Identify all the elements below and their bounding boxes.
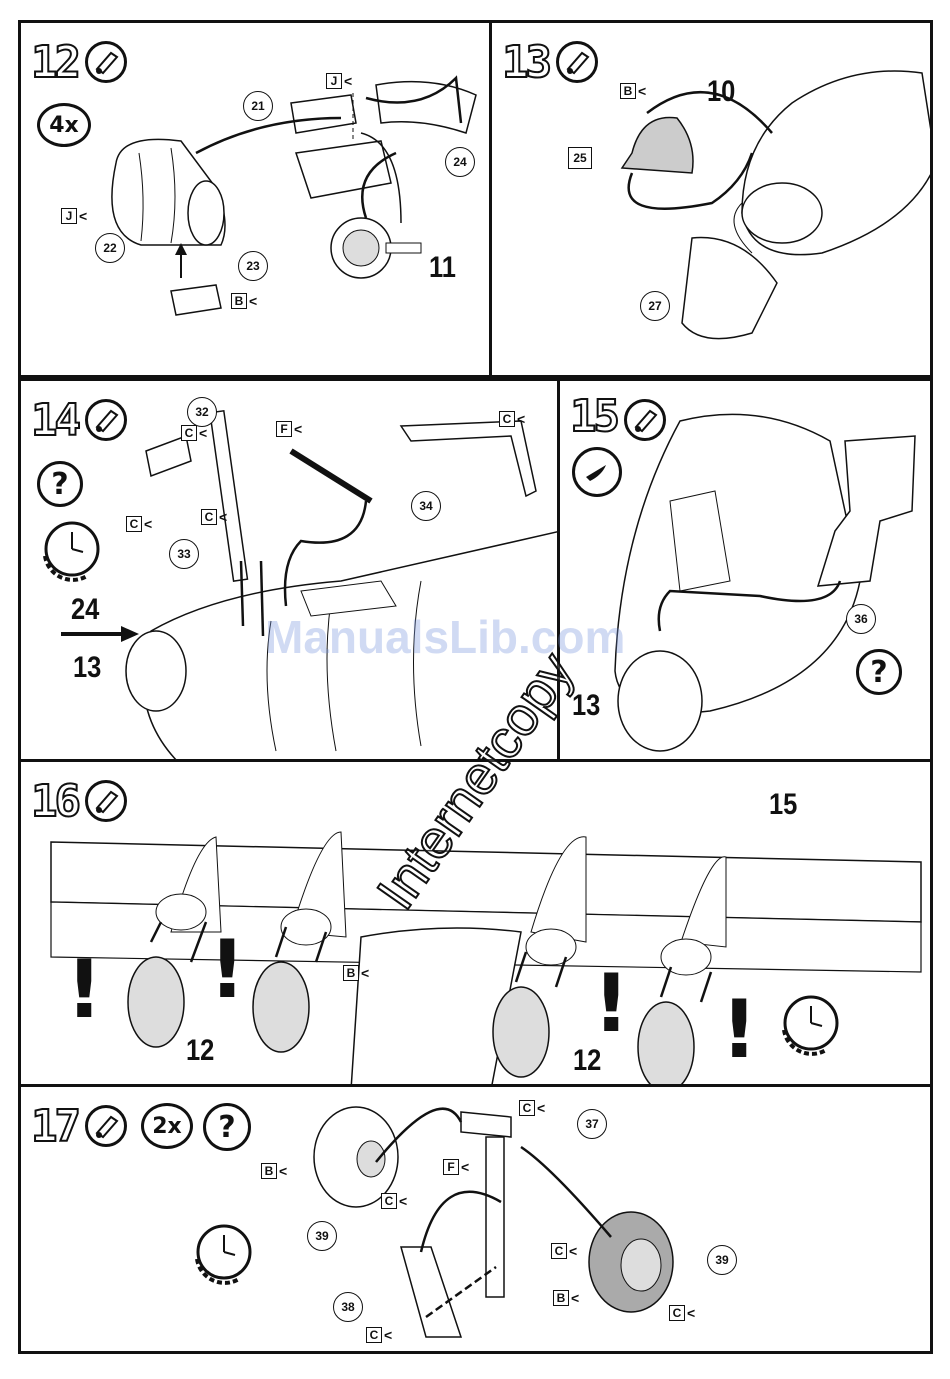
- sprue-tag-b: B<: [343, 965, 369, 981]
- step-13-panel: 13 25 27 10 B<: [489, 20, 933, 378]
- step-17-panel: 17 2x ? 37 39 39 38 C< F< B< C< C< B< C<…: [18, 1084, 933, 1354]
- part-27-callout: 27: [640, 291, 670, 321]
- part-39-callout: 39: [307, 1221, 337, 1251]
- sprue-tag-c: C<: [366, 1327, 392, 1343]
- sprue-tag-c: C<: [381, 1193, 407, 1209]
- sprue-tag-c: C<: [499, 411, 525, 427]
- sprue-tag-j: J<: [61, 208, 87, 224]
- subassembly-ref: 10: [707, 75, 735, 109]
- step-12-panel: 12 4x 21 22 23 24 11 J< J< B<: [18, 20, 492, 378]
- sprue-tag-c: C<: [551, 1243, 577, 1259]
- sprue-tag-j: J<: [326, 73, 352, 89]
- sprue-tag-b: B<: [620, 83, 646, 99]
- sprue-tag-c: C<: [519, 1100, 545, 1116]
- part-25-box: 25: [568, 147, 592, 169]
- exclamation-icon: !: [721, 990, 757, 1070]
- exclamation-icon: !: [209, 930, 245, 1010]
- sprue-tag-c: C<: [669, 1305, 695, 1321]
- sprue-tag-c: C<: [201, 509, 227, 525]
- part-33-callout: 33: [169, 539, 199, 569]
- part-39-callout: 39: [707, 1245, 737, 1275]
- part-24-callout: 24: [445, 147, 475, 177]
- step-17-drawing: [21, 1087, 933, 1354]
- sprue-tag-b: B<: [231, 293, 257, 309]
- part-32-callout: 32: [187, 397, 217, 427]
- sprue-tag-f: F<: [443, 1159, 469, 1175]
- step-15-drawing: [560, 381, 933, 762]
- question-icon: ?: [856, 649, 902, 695]
- sprue-tag-c: C<: [181, 425, 207, 441]
- step-15-panel: 15 36 ? 13: [557, 378, 933, 762]
- part-38-callout: 38: [333, 1292, 363, 1322]
- part-36-callout: 36: [846, 604, 876, 634]
- exclamation-icon: !: [593, 964, 629, 1044]
- sprue-tag-c: C<: [126, 516, 152, 532]
- part-21-callout: 21: [243, 91, 273, 121]
- step-12-drawing: [21, 23, 492, 378]
- subassembly-ref: 11: [429, 251, 456, 285]
- part-22-callout: 22: [95, 233, 125, 263]
- subassembly-ref: 24: [71, 593, 99, 627]
- watermark-site: ManualsLib.com: [265, 610, 625, 664]
- step-14-drawing: [21, 381, 560, 762]
- step-14-panel: 14 ? 32 33 34 24 13 C< F< C< C< C<: [18, 378, 560, 762]
- part-23-callout: 23: [238, 251, 268, 281]
- part-34-callout: 34: [411, 491, 441, 521]
- subassembly-ref: 12: [186, 1034, 214, 1068]
- sprue-tag-f: F<: [276, 421, 302, 437]
- subassembly-ref: 12: [573, 1044, 601, 1078]
- part-37-callout: 37: [577, 1109, 607, 1139]
- sprue-tag-b: B<: [261, 1163, 287, 1179]
- sprue-tag-b: B<: [553, 1290, 579, 1306]
- exclamation-icon: !: [66, 950, 102, 1030]
- subassembly-ref: 13: [73, 651, 101, 685]
- subassembly-ref: 15: [769, 788, 797, 822]
- clock-icon: [776, 990, 842, 1056]
- subassembly-ref: 13: [572, 689, 600, 723]
